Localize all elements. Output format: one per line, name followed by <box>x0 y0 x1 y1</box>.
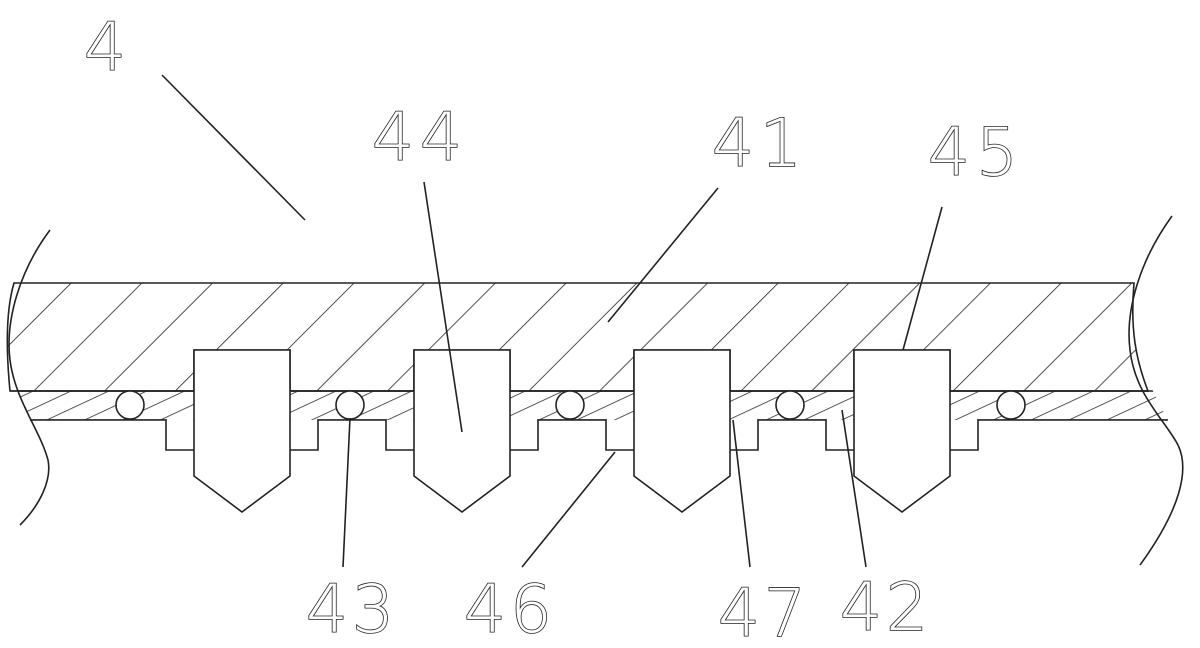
lower-strip-outline <box>30 419 1168 451</box>
ball-3 <box>555 390 585 420</box>
pin-4 <box>853 349 951 513</box>
label-43: 43 <box>306 571 398 648</box>
leader-43 <box>342 417 351 568</box>
leader-46 <box>521 451 616 568</box>
leader-4 <box>161 74 306 221</box>
label-47: 47 <box>718 575 810 648</box>
upper-body-41 <box>6 282 1150 392</box>
break-line-left <box>8 229 51 526</box>
label-45: 45 <box>928 114 1024 191</box>
leader-44 <box>423 181 463 433</box>
label-42: 42 <box>840 569 932 646</box>
label-4: 4 <box>84 9 126 86</box>
label-46: 46 <box>464 571 556 648</box>
pin-1 <box>193 349 291 513</box>
ball-1 <box>115 390 145 420</box>
leader-41 <box>607 187 719 323</box>
leader-42 <box>841 409 867 568</box>
label-41: 41 <box>712 105 808 182</box>
break-line-right <box>1128 215 1184 566</box>
ball-4 <box>775 390 805 420</box>
label-44: 44 <box>372 99 468 176</box>
pin-3 <box>633 349 731 513</box>
ball-2 <box>335 390 365 420</box>
leader-47 <box>732 419 751 568</box>
ball-5 <box>996 390 1026 420</box>
leader-45 <box>902 206 943 351</box>
drawing-lines <box>6 74 1184 568</box>
